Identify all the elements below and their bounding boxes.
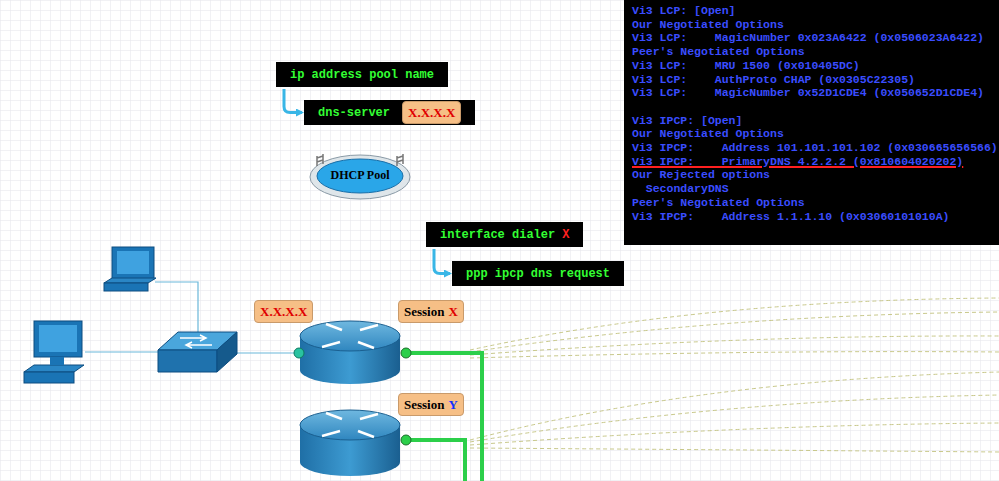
terminal-line: Vi3 LCP: MagicNumber 0x023A6422 (0x05060…	[632, 31, 991, 45]
node-text: X.X.X.X	[408, 105, 455, 121]
terminal-line: Peer's Negotiated Options	[632, 45, 991, 59]
node-text: Y	[448, 397, 457, 413]
terminal-line: Our Rejected options	[632, 168, 991, 182]
node-text: ppp ipcp dns request	[466, 267, 610, 281]
command-box: ppp ipcp dns request	[452, 261, 624, 286]
command-box: ip address pool name	[276, 62, 448, 87]
connector-arrow	[434, 249, 450, 274]
switch-icon	[158, 332, 237, 372]
node-text: X	[562, 228, 569, 242]
terminal-line: Vi3 LCP: AuthProto CHAP (0x0305C22305)	[632, 73, 991, 87]
terminal-line: Peer's Negotiated Options	[632, 196, 991, 210]
terminal-line: Vi3 LCP: MagicNumber 0x52D1CDE4 (0x05065…	[632, 86, 991, 100]
command-box: interface dialer X	[426, 222, 583, 247]
pc-icon	[24, 321, 84, 383]
session-tag: SessionY	[398, 393, 464, 416]
node-text: dns-server	[318, 106, 390, 120]
terminal-panel: Vi3 LCP: [Open]Our Negotiated OptionsVi3…	[624, 0, 999, 245]
address-tag: X.X.X.X	[402, 101, 461, 124]
terminal-line: Our Negotiated Options	[632, 18, 991, 32]
node-text: Session	[404, 304, 444, 320]
node-text: Session	[404, 397, 444, 413]
node-text: X.X.X.X	[260, 304, 307, 320]
dhcp-pool: DHCP Pool	[308, 148, 412, 202]
session-tag: SessionX	[398, 300, 464, 323]
command-box: dns-server X.X.X.X	[304, 100, 475, 125]
address-tag: X.X.X.X	[254, 300, 313, 323]
node-text: X	[448, 304, 457, 320]
pc-icon	[104, 247, 156, 291]
terminal-line: Our Negotiated Options	[632, 127, 991, 141]
node-text: ip address pool name	[290, 68, 434, 82]
terminal-line: Vi3 IPCP: Address 101.101.101.102 (0x030…	[632, 141, 991, 155]
router-icon	[300, 410, 411, 476]
terminal-line: SecondaryDNS	[632, 182, 991, 196]
terminal-line: Vi3 IPCP: [Open]	[632, 114, 991, 128]
node-text: interface dialer	[440, 228, 555, 242]
node-text: DHCP Pool	[331, 168, 390, 183]
terminal-line: Vi3 LCP: MRU 1500 (0x010405DC)	[632, 59, 991, 73]
connector-arrow	[284, 89, 302, 113]
terminal-line: Vi3 IPCP: Address 1.1.1.10 (0x0306010101…	[632, 210, 991, 224]
terminal-line: Vi3 IPCP: PrimaryDNS 4.2.2.2 (0x81060402…	[632, 155, 991, 169]
router-icon	[294, 321, 411, 384]
terminal-line: Vi3 LCP: [Open]	[632, 4, 991, 18]
